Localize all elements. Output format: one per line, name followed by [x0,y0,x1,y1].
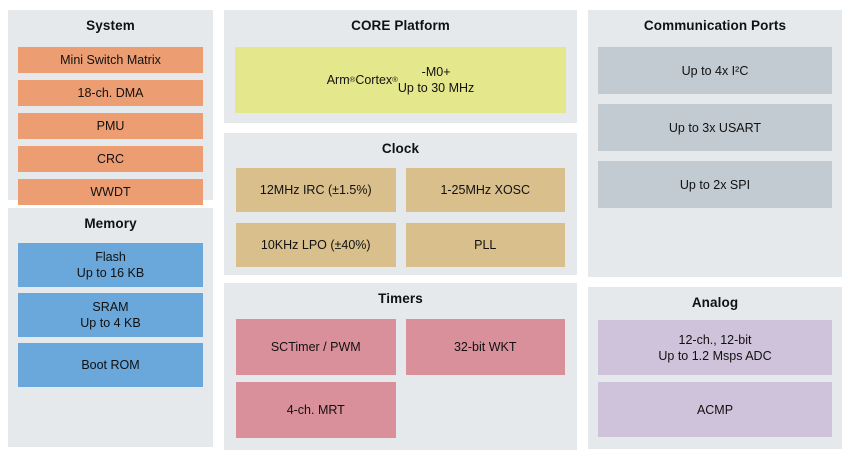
panel-system-title: System [86,18,135,33]
panel-timers: Timers SCTimer / PWM 32-bit WKT 4-ch. MR… [224,283,577,450]
panel-clock-title: Clock [381,141,420,156]
panel-memory-title: Memory [84,216,137,231]
block-usart: Up to 3x USART [598,104,832,151]
panel-analog: Analog 12-ch., 12-bit Up to 1.2 Msps ADC… [588,287,842,449]
panel-timers-title: Timers [378,291,423,306]
panel-core-platform-title: CORE Platform [351,18,450,33]
panel-analog-title: Analog [691,295,739,310]
block-adc: 12-ch., 12-bit Up to 1.2 Msps ADC [598,320,832,375]
block-wkt: 32-bit WKT [405,319,565,375]
panel-communication-ports-title: Communication Ports [643,18,787,33]
block-sram: SRAM Up to 4 KB [18,293,203,337]
block-pmu: PMU [18,113,203,139]
block-wwdt: WWDT [18,179,203,205]
panel-core-platform: CORE Platform Arm® Cortex®-M0+ Up to 30 … [224,10,577,123]
block-arm-cortex-m0plus: Arm® Cortex®-M0+ Up to 30 MHz [235,47,566,113]
panel-memory: Memory Flash Up to 16 KB SRAM Up to 4 KB… [8,208,213,447]
block-boot-rom: Boot ROM [18,343,203,387]
panel-clock: Clock 12MHz IRC (±1.5%) 1-25MHz XOSC 10K… [224,133,577,275]
block-irc: 12MHz IRC (±1.5%) [236,168,396,212]
panel-system: System Mini Switch Matrix 18-ch. DMA PMU… [8,10,213,205]
block-mini-switch-matrix: Mini Switch Matrix [18,47,203,73]
block-sctimer-pwm: SCTimer / PWM [236,319,396,375]
block-mrt: 4-ch. MRT [236,382,396,438]
block-i2c: Up to 4x I²C [598,47,832,94]
block-crc: CRC [18,146,203,172]
block-dma: 18-ch. DMA [18,80,203,106]
panel-communication-ports: Communication Ports Up to 4x I²C Up to 3… [588,10,842,277]
block-flash: Flash Up to 16 KB [18,243,203,287]
block-lpo: 10KHz LPO (±40%) [236,223,396,267]
block-xosc: 1-25MHz XOSC [405,168,565,212]
block-spi: Up to 2x SPI [598,161,832,208]
block-pll: PLL [405,223,565,267]
block-acmp: ACMP [598,382,832,437]
